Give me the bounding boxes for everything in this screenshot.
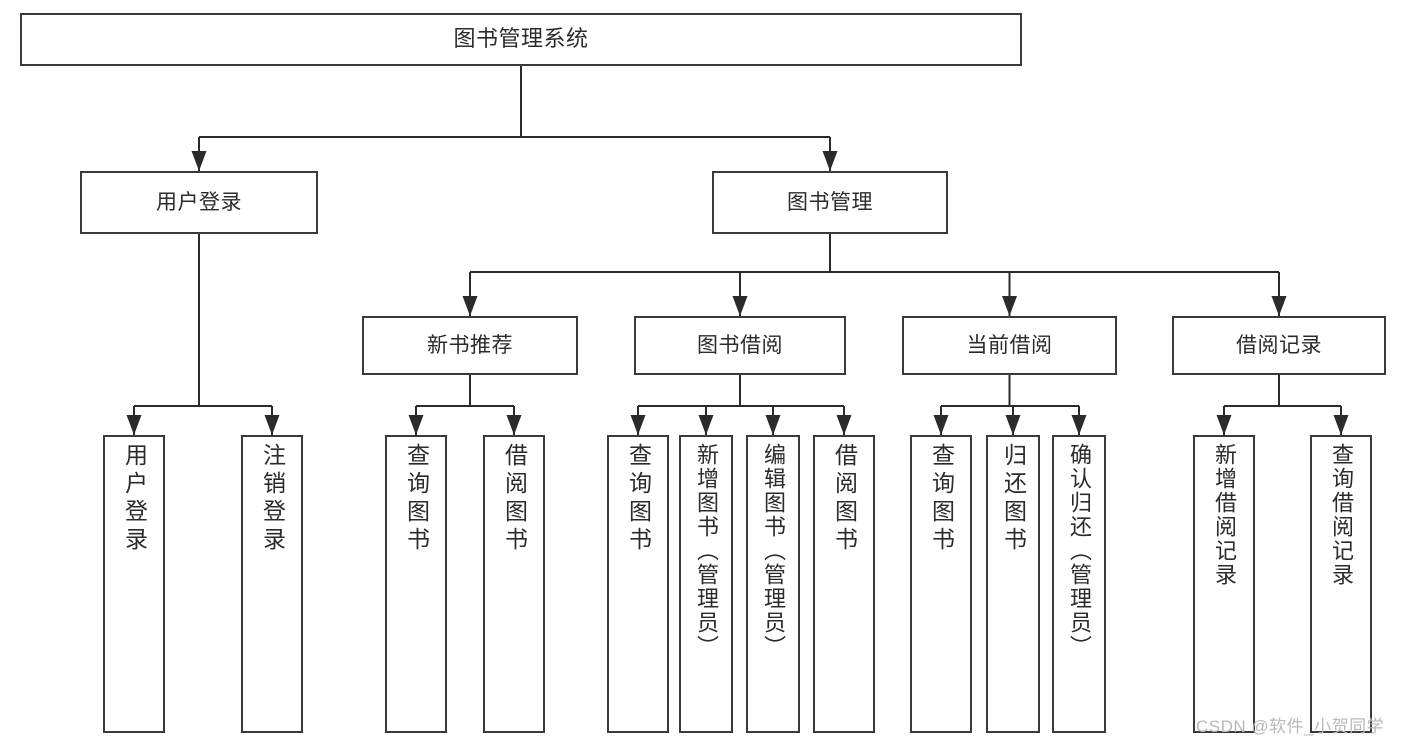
node-label: 图书借阅 — [697, 333, 783, 357]
node-l_rc_add: 新增借阅记录 — [1193, 435, 1255, 733]
node-label: 新增借阅记录 — [1212, 443, 1237, 587]
node-newbook: 新书推荐 — [362, 316, 578, 375]
node-label: 当前借阅 — [966, 333, 1053, 357]
node-label: 图书管理系统 — [453, 26, 589, 52]
node-l_bk_borrow: 借阅图书 — [813, 435, 875, 733]
node-label: 新书推荐 — [427, 333, 513, 357]
csdn-watermark: CSDN @软件_小贺同学 — [1196, 717, 1385, 736]
node-l_rc_query: 查询借阅记录 — [1310, 435, 1372, 733]
node-label: 查询借阅记录 — [1329, 443, 1354, 587]
node-l_logout: 注销登录 — [241, 435, 303, 733]
node-label: 用户登录 — [121, 443, 148, 555]
node-label: 查询图书 — [625, 443, 652, 555]
node-root: 图书管理系统 — [20, 13, 1022, 66]
node-label: 确认归还（管理员） — [1067, 443, 1092, 659]
node-l_cb_return: 归还图书 — [986, 435, 1040, 733]
node-records: 借阅记录 — [1172, 316, 1386, 375]
node-label: 编辑图书（管理员） — [761, 443, 786, 659]
node-l_nb_borrow: 借阅图书 — [483, 435, 545, 733]
node-label: 查询图书 — [403, 443, 430, 555]
node-label: 查询图书 — [928, 443, 955, 555]
node-label: 用户登录 — [156, 190, 242, 214]
node-label: 归还图书 — [1000, 443, 1027, 555]
node-label: 借阅图书 — [501, 443, 528, 555]
node-borrow: 图书借阅 — [634, 316, 846, 375]
node-login: 用户登录 — [80, 171, 318, 234]
node-bookmgmt: 图书管理 — [712, 171, 948, 234]
node-l_bk_query: 查询图书 — [607, 435, 669, 733]
node-label: 图书管理 — [787, 190, 873, 214]
node-label: 注销登录 — [259, 443, 286, 555]
node-l_bk_edit: 编辑图书（管理员） — [746, 435, 800, 733]
node-l_login: 用户登录 — [103, 435, 165, 733]
node-l_nb_query: 查询图书 — [385, 435, 447, 733]
node-label: 借阅图书 — [831, 443, 858, 555]
node-l_cb_confirm: 确认归还（管理员） — [1052, 435, 1106, 733]
node-label: 新增图书（管理员） — [694, 443, 719, 659]
node-label: 借阅记录 — [1236, 333, 1322, 357]
node-l_bk_add: 新增图书（管理员） — [679, 435, 733, 733]
node-l_cb_query: 查询图书 — [910, 435, 972, 733]
node-current: 当前借阅 — [902, 316, 1117, 375]
